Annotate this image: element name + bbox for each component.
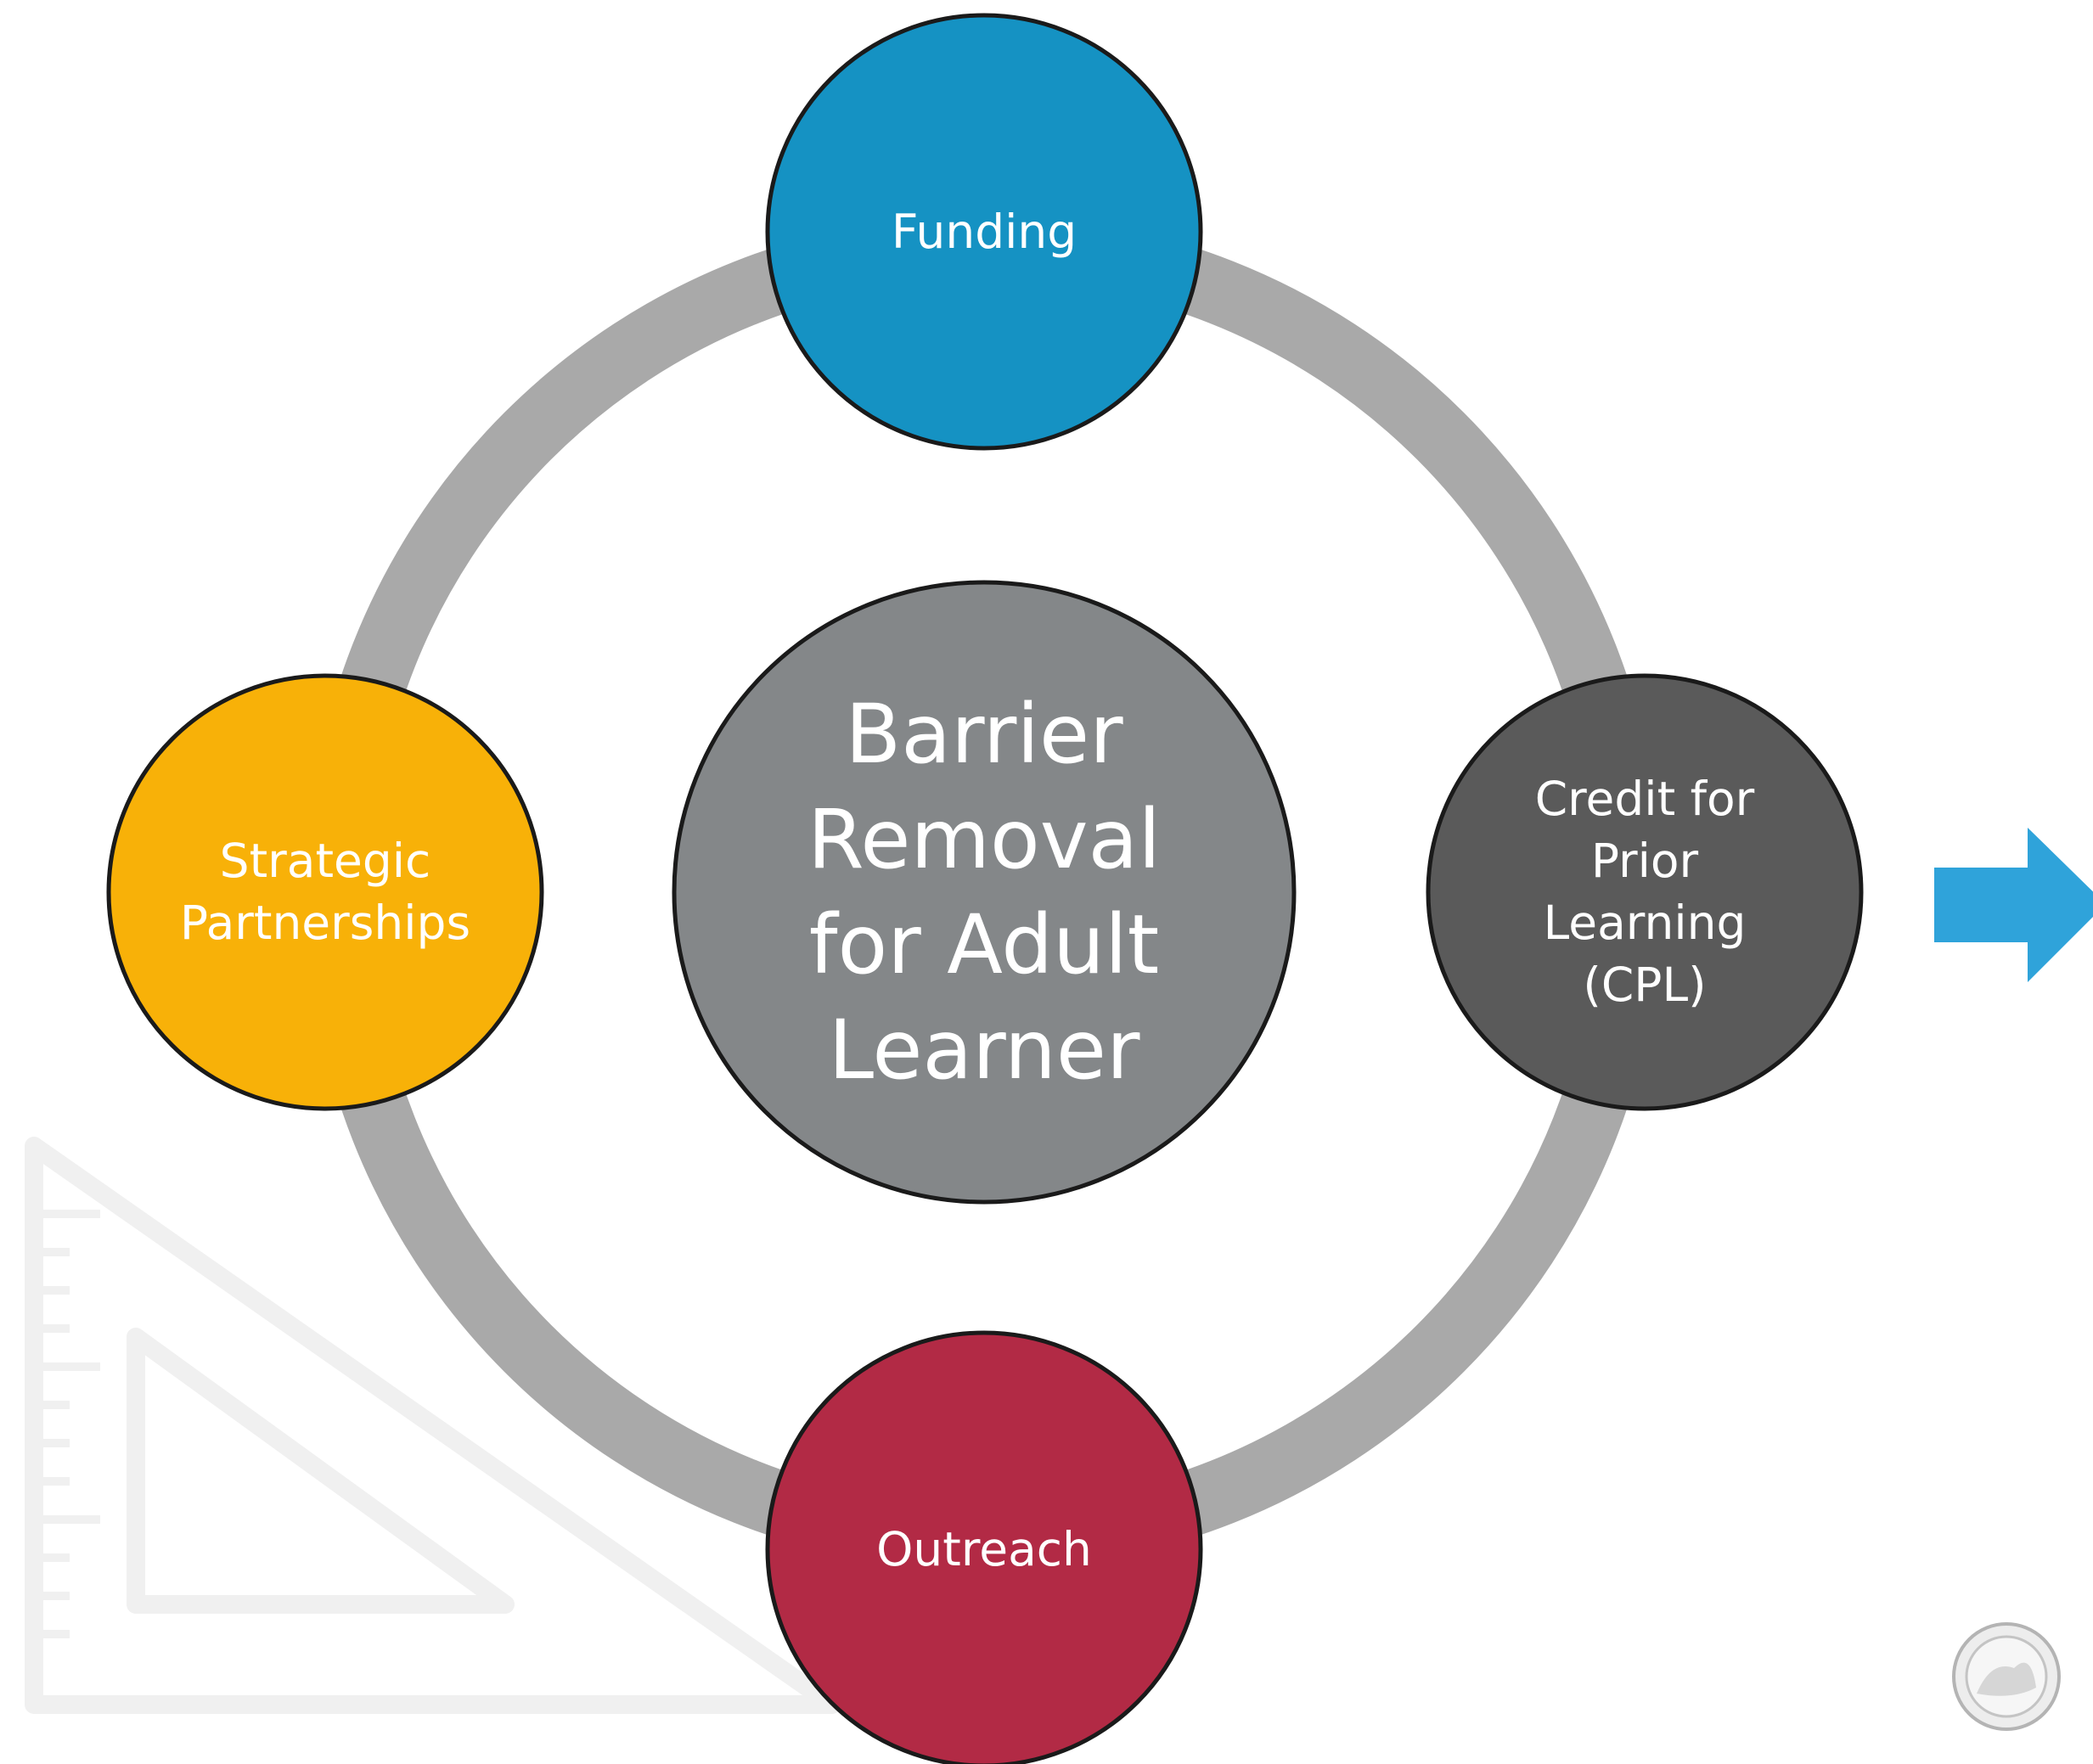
strategic-partnerships-label: Strategic Partnerships: [179, 834, 471, 950]
state-seal-icon: [1952, 1622, 2061, 1731]
strategic-partnerships-circle: [106, 673, 544, 1111]
center-circle: [672, 580, 1297, 1205]
set-square-watermark-icon: [25, 1137, 841, 1714]
cpl-circle: [1426, 673, 1864, 1111]
right-arrow-icon: [1934, 828, 2093, 982]
outreach-circle: [765, 1330, 1203, 1764]
cpl-label: Credit for Prior Learning (CPL): [1534, 772, 1755, 1012]
center-label: Barrier Removal for Adult Learner: [807, 687, 1161, 1098]
funding-label: Funding: [891, 204, 1077, 259]
outreach-label: Outreach: [876, 1521, 1092, 1576]
funding-circle: [765, 13, 1203, 451]
